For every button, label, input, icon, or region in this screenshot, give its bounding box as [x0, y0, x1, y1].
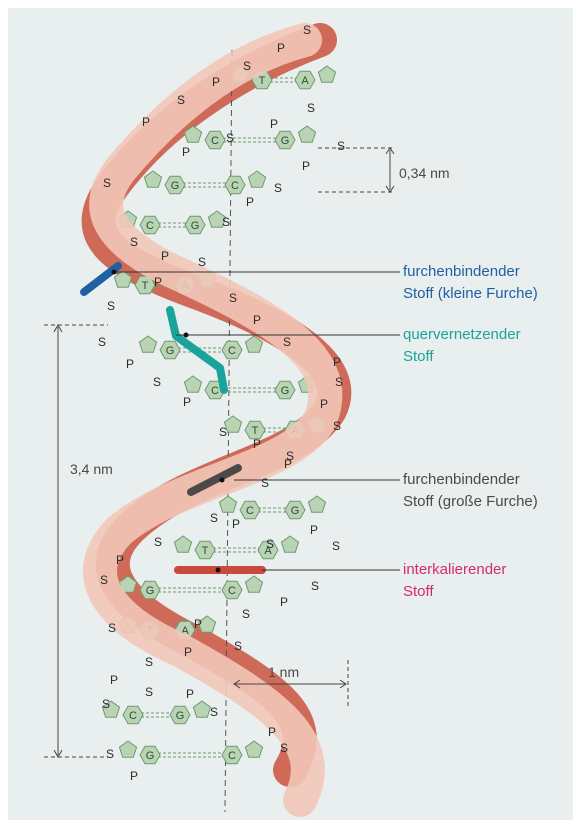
sugar-letter: S	[98, 335, 106, 349]
phosphate-letter: P	[232, 517, 240, 531]
phosphate-letter: P	[277, 41, 285, 55]
phosphate-letter: P	[126, 357, 134, 371]
sugar-letter: S	[107, 299, 115, 313]
base-letter: C	[146, 220, 154, 232]
base-letter: G	[166, 345, 175, 357]
base-letter: C	[211, 135, 219, 147]
phosphate-letter: P	[182, 145, 190, 159]
phosphate-letter: P	[246, 195, 254, 209]
phosphate-letter: P	[154, 275, 162, 289]
sugar-letter: S	[226, 131, 234, 145]
base-spacing-label: 0,34 nm	[399, 165, 450, 181]
base-letter: C	[211, 385, 219, 397]
phosphate-letter: P	[284, 457, 292, 471]
sugar-letter: S	[333, 419, 341, 433]
sugar-letter: S	[106, 747, 114, 761]
phosphate-letter: P	[333, 355, 341, 369]
sugar-letter: S	[145, 655, 153, 669]
phosphate-letter: P	[253, 437, 261, 451]
phosphate-letter: P	[212, 75, 220, 89]
base-letter: C	[228, 345, 236, 357]
phosphate-letter: P	[161, 249, 169, 263]
sugar-letter: S	[332, 539, 340, 553]
sugar-letter: S	[280, 741, 288, 755]
helix-turn-label: 3,4 nm	[70, 461, 113, 477]
sugar-letter: S	[283, 335, 291, 349]
sugar-letter: S	[153, 375, 161, 389]
base-letter: G	[281, 385, 290, 397]
phosphate-letter: P	[320, 397, 328, 411]
sugar-letter: S	[335, 375, 343, 389]
sugar-letter: S	[100, 573, 108, 587]
phosphate-letter: P	[302, 159, 310, 173]
sugar-letter: S	[198, 255, 206, 269]
sugar-letter: S	[145, 685, 153, 699]
phosphate-letter: P	[183, 395, 191, 409]
sugar-letter: S	[130, 235, 138, 249]
base-letter: G	[146, 585, 155, 597]
sugar-letter: S	[261, 476, 269, 490]
sugar-letter: S	[307, 101, 315, 115]
sugar-letter: S	[210, 705, 218, 719]
phosphate-letter: P	[130, 769, 138, 783]
width-label: 1 nm	[268, 664, 299, 680]
base-letter: G	[281, 135, 290, 147]
sugar-letter: S	[311, 579, 319, 593]
base-letter: T	[259, 75, 266, 87]
crosslinker-label-line1: quervernetzender	[403, 326, 521, 343]
phosphate-letter: P	[310, 523, 318, 537]
major-groove-label-line2: Stoff (große Furche)	[403, 493, 538, 510]
phosphate-letter: P	[280, 595, 288, 609]
base-letter: T	[202, 545, 209, 557]
sugar-letter: S	[243, 59, 251, 73]
base-letter: T	[142, 280, 149, 292]
phosphate-letter: P	[110, 673, 118, 687]
phosphate-letter: P	[268, 725, 276, 739]
sugar-letter: S	[102, 697, 110, 711]
phosphate-letter: P	[184, 645, 192, 659]
base-letter: C	[228, 585, 236, 597]
phosphate-letter: P	[194, 617, 202, 631]
sugar-letter: S	[234, 639, 242, 653]
major-groove-label-line1: furchenbindender	[403, 471, 520, 488]
sugar-letter: S	[303, 23, 311, 37]
base-letter: G	[171, 180, 180, 192]
base-letter: G	[146, 750, 155, 762]
phosphate-letter: P	[116, 553, 124, 567]
base-letter: A	[301, 75, 309, 87]
minor-groove-label-line2: Stoff (kleine Furche)	[403, 285, 538, 302]
sugar-letter: S	[266, 537, 274, 551]
sugar-letter: S	[177, 93, 185, 107]
sugar-letter: S	[108, 621, 116, 635]
crosslinker-label-line2: Stoff	[403, 348, 434, 365]
base-letter: C	[246, 505, 254, 517]
sugar-letter: S	[337, 139, 345, 153]
intercalator-label-line1: interkalierender	[403, 561, 506, 578]
sugar-letter: S	[219, 425, 227, 439]
base-letter: G	[191, 220, 200, 232]
base-letter: C	[129, 710, 137, 722]
sugar-letter: S	[222, 215, 230, 229]
sugar-letter: S	[103, 176, 111, 190]
sugar-letter: S	[274, 181, 282, 195]
base-letter: G	[176, 710, 185, 722]
sugar-letter: S	[242, 607, 250, 621]
base-letter: T	[252, 425, 259, 437]
phosphate-letter: P	[253, 313, 261, 327]
base-letter: C	[228, 750, 236, 762]
base-letter: C	[231, 180, 239, 192]
phosphate-letter: P	[270, 117, 278, 131]
minor-groove-label-line1: furchenbindender	[403, 263, 520, 280]
base-letter: G	[291, 505, 300, 517]
sugar-letter: S	[154, 535, 162, 549]
phosphate-letter: P	[186, 687, 194, 701]
phosphate-letter: P	[142, 115, 150, 129]
intercalator-label-line2: Stoff	[403, 583, 434, 600]
sugar-letter: S	[210, 511, 218, 525]
sugar-letter: S	[229, 291, 237, 305]
